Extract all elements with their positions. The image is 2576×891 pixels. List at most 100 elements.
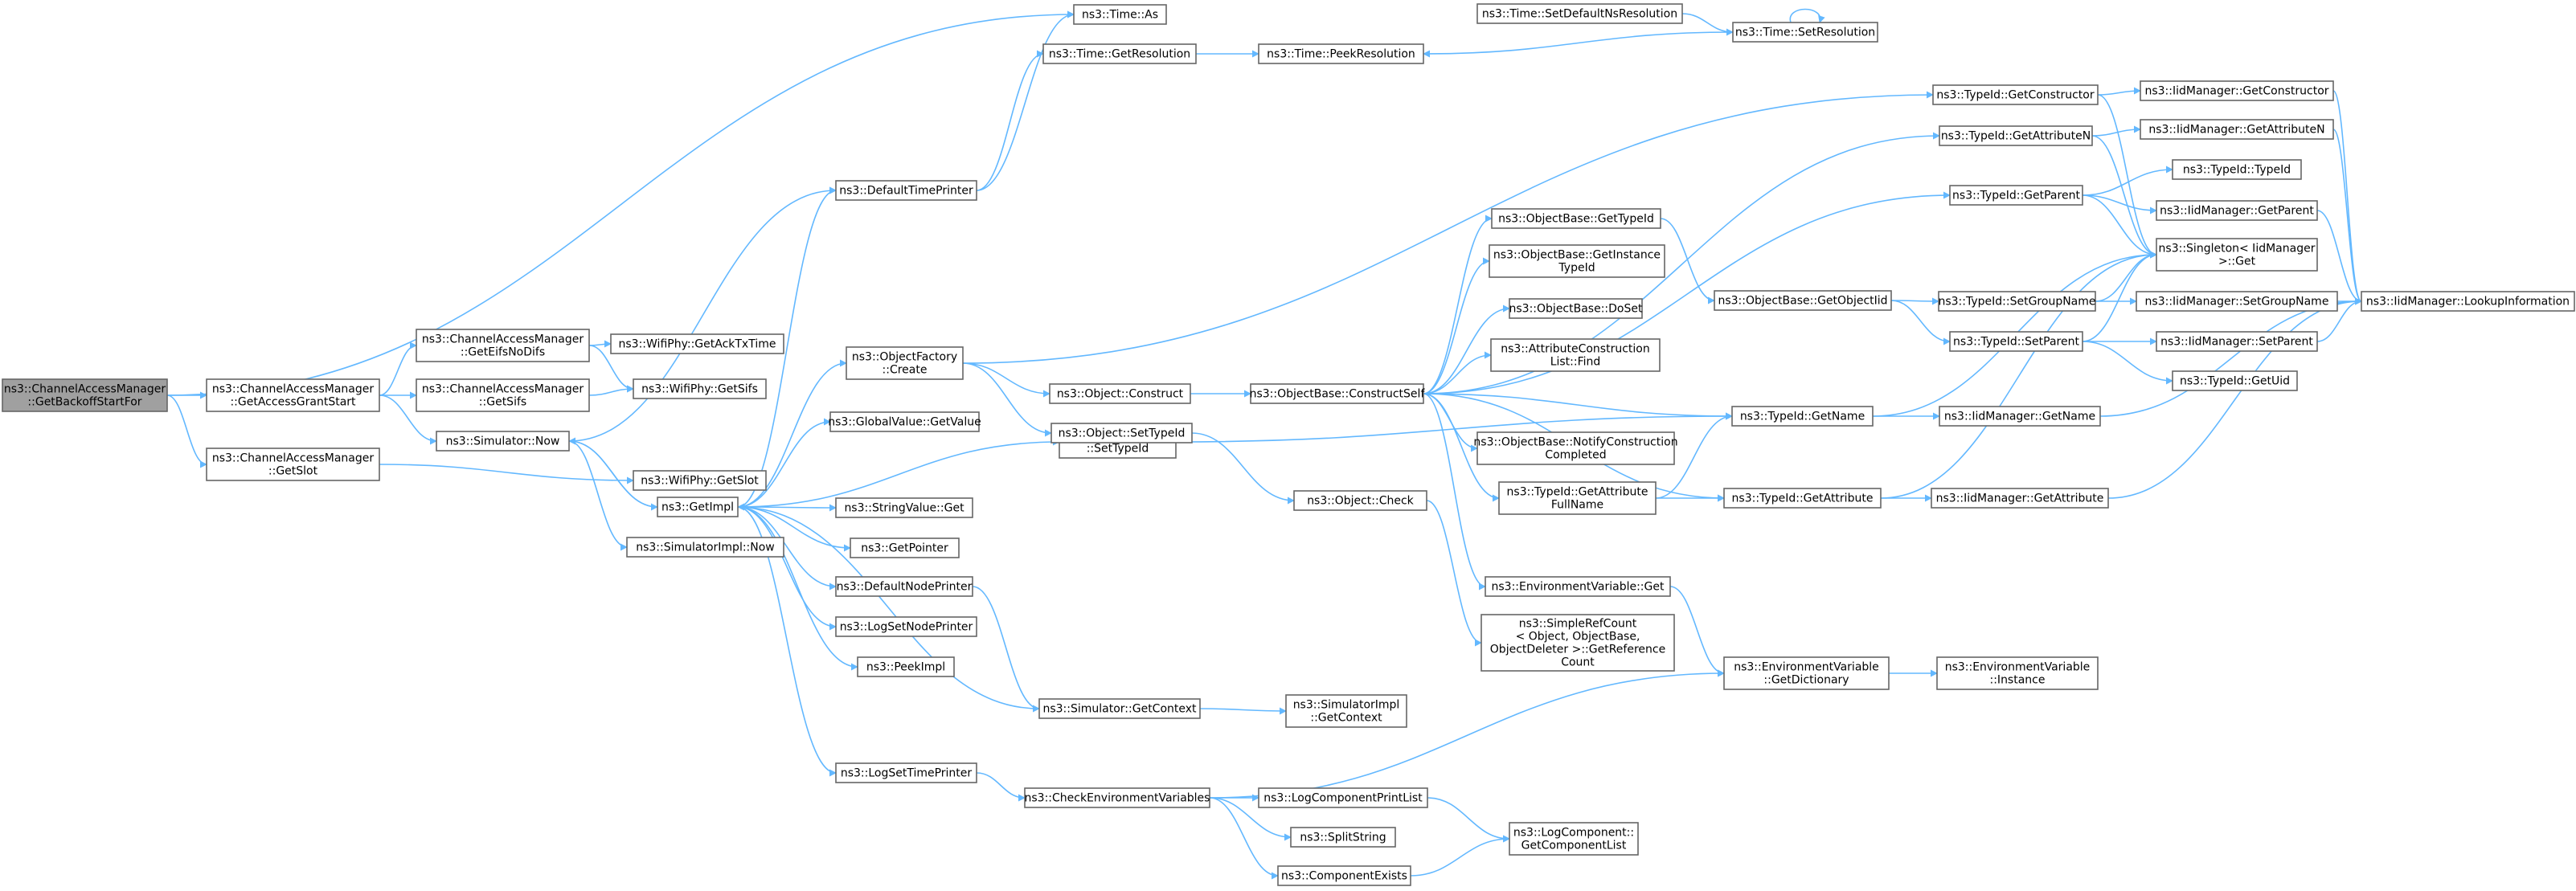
graph-node[interactable]: ns3::ObjectFactory::Create xyxy=(846,346,964,380)
graph-node[interactable]: ns3::SimulatorImpl::GetContext xyxy=(1285,694,1407,728)
graph-node[interactable]: ns3::DefaultTimePrinter xyxy=(835,180,977,201)
graph-node[interactable]: ns3::EnvironmentVariable::Get xyxy=(1485,576,1671,597)
graph-node[interactable]: ns3::TypeId::GetAttribute xyxy=(1723,488,1882,509)
graph-node[interactable]: ns3::GlobalValue::GetValue xyxy=(828,411,981,432)
graph-node[interactable]: ns3::TypeId::GetParent xyxy=(1949,185,2083,206)
graph-node[interactable]: ns3::WifiPhy::GetSifs xyxy=(633,378,767,399)
node-box xyxy=(1714,290,1892,311)
graph-node[interactable]: ns3::IidManager::SetParent xyxy=(2156,331,2318,352)
node-label: ns3::Object::SetTypeId xyxy=(1059,427,1186,440)
graph-node[interactable]: ns3::TypeId::GetUid xyxy=(2172,370,2298,391)
graph-node[interactable]: ns3::IidManager::GetAttribute xyxy=(1931,488,2109,509)
node-box xyxy=(1258,43,1424,64)
edge-line xyxy=(1669,586,1725,677)
graph-node[interactable]: ns3::SimpleRefCount< Object, ObjectBase,… xyxy=(1480,614,1675,672)
graph-node[interactable]: ns3::Time::GetResolution xyxy=(1042,43,1197,64)
call-edge xyxy=(2082,166,2173,196)
graph-node[interactable]: ns3::IidManager::GetParent xyxy=(2156,200,2318,221)
node-box xyxy=(1024,787,1210,808)
edge-line xyxy=(737,503,1040,709)
edge-line xyxy=(1423,31,1734,58)
call-edge xyxy=(2082,251,2157,342)
edge-line xyxy=(737,506,837,591)
graph-node[interactable]: ns3::TypeId::TypeId xyxy=(2172,159,2302,180)
edge-line xyxy=(2082,341,2173,385)
call-edge xyxy=(1655,412,1733,499)
graph-node[interactable]: ns3::ObjectBase::ConstructSelf xyxy=(1250,383,1426,404)
graph-node[interactable]: ns3::EnvironmentVariable::GetDictionary xyxy=(1723,656,1890,690)
graph-node[interactable]: ns3::SplitString xyxy=(1290,827,1396,848)
node-box xyxy=(657,497,739,517)
graph-node[interactable]: ns3::TypeId::SetParent xyxy=(1949,331,2083,352)
graph-node[interactable]: ns3::Object::Check xyxy=(1293,490,1427,511)
graph-node[interactable]: ns3::PeekImpl xyxy=(857,656,955,677)
graph-node[interactable]: ns3::ObjectBase::DoSet xyxy=(1509,298,1643,319)
graph-node[interactable]: ns3::ObjectBase::GetTypeId xyxy=(1491,208,1661,229)
graph-node[interactable]: ns3::ObjectBase::GetObjectIid xyxy=(1714,290,1892,311)
node-box xyxy=(1939,125,2093,146)
graph-node[interactable]: ns3::IidManager::LookupInformation xyxy=(2361,291,2575,312)
graph-node[interactable]: ns3::Time::As xyxy=(1073,4,1167,25)
node-label: ns3::ChannelAccessManager xyxy=(212,452,375,465)
graph-node[interactable]: ns3::StringValue::Get xyxy=(835,497,973,518)
graph-node[interactable]: ns3::ChannelAccessManager::GetAccessGran… xyxy=(206,378,380,412)
node-label: ns3::SimpleRefCount xyxy=(1519,618,1637,631)
graph-node[interactable]: ns3::Time::SetResolution xyxy=(1732,22,1878,43)
call-edge xyxy=(568,437,658,508)
graph-node[interactable]: ns3::CheckEnvironmentVariables xyxy=(1024,787,1210,808)
node-box xyxy=(1476,431,1675,465)
graph-node[interactable]: ns3::DefaultNodePrinter xyxy=(835,576,973,597)
call-edge xyxy=(962,91,1934,364)
graph-node[interactable]: ns3::TypeId::GetName xyxy=(1731,406,1874,427)
graph-node[interactable]: ns3::ChannelAccessManager::GetEifsNoDifs xyxy=(416,329,590,362)
graph-node[interactable]: ns3::TypeId::GetConstructor xyxy=(1932,84,2099,105)
node-label: ns3::Object::Check xyxy=(1307,495,1414,508)
graph-node[interactable]: ns3::Time::SetDefaultNsResolution xyxy=(1476,3,1683,24)
edge-line xyxy=(737,506,837,777)
graph-node[interactable]: ns3::Object::SetTypeId xyxy=(1050,423,1193,443)
call-edge xyxy=(1199,707,1287,715)
node-label: ns3::TypeId::GetAttribute xyxy=(1507,486,1648,499)
graph-node[interactable]: ns3::IidManager::GetName xyxy=(1939,406,2101,427)
edge-line xyxy=(166,394,207,468)
call-edge xyxy=(2082,194,2157,259)
graph-node[interactable]: ns3::IidManager::SetGroupName xyxy=(2136,291,2338,312)
graph-node[interactable]: ns3::Simulator::GetContext xyxy=(1038,698,1201,719)
graph-node[interactable]: ns3::ObjectBase::NotifyConstructionCompl… xyxy=(1473,431,1678,465)
graph-node[interactable]: ns3::ChannelAccessManager::GetSlot xyxy=(206,448,380,481)
node-label: ns3::StringValue::Get xyxy=(844,502,964,515)
graph-node[interactable]: ns3::TypeId::SetGroupName xyxy=(1938,291,2096,312)
call-edge xyxy=(737,418,831,508)
node-box xyxy=(835,497,973,518)
graph-node[interactable]: ns3::LogSetNodePrinter xyxy=(835,616,977,637)
graph-node[interactable]: ns3::LogComponent::GetComponentList xyxy=(1509,822,1639,856)
graph-node[interactable]: ns3::TypeId::GetAttributeN xyxy=(1939,125,2093,146)
graph-node[interactable]: ns3::EnvironmentVariable::Instance xyxy=(1936,656,2099,690)
graph-node[interactable]: ns3::Singleton< IidManager>::Get xyxy=(2156,238,2318,272)
graph-node[interactable]: ns3::IidManager::GetAttributeN xyxy=(2140,119,2334,140)
node-label: >::Get xyxy=(2218,255,2256,268)
node-label: ns3::CheckEnvironmentVariables xyxy=(1025,792,1210,805)
graph-node[interactable]: ns3::Time::PeekResolution xyxy=(1258,43,1424,64)
graph-node[interactable]: ns3::GetImpl xyxy=(657,497,739,517)
graph-node[interactable]: ns3::Object::Construct xyxy=(1049,383,1191,404)
graph-node[interactable]: ns3::LogSetTimePrinter xyxy=(835,762,977,783)
call-edge xyxy=(166,394,207,468)
graph-node[interactable]: ns3::IidManager::GetConstructor xyxy=(2140,80,2334,101)
graph-node[interactable]: ns3::WifiPhy::GetAckTxTime xyxy=(610,333,784,354)
graph-node[interactable]: ns3::Simulator::Now xyxy=(436,431,570,452)
graph-node[interactable]: ns3::WifiPhy::GetSlot xyxy=(633,470,767,491)
graph-node[interactable]: ns3::SimulatorImpl::Now xyxy=(626,537,784,558)
graph-node[interactable]: ns3::GetPointer xyxy=(850,537,960,558)
call-edge xyxy=(972,586,1040,713)
node-label: ns3::IidManager::SetParent xyxy=(2160,336,2313,349)
graph-node[interactable]: ns3::ComponentExists xyxy=(1277,865,1411,886)
graph-node[interactable]: ns3::LogComponentPrintList xyxy=(1258,787,1428,808)
graph-node[interactable]: ns3::ChannelAccessManager::GetBackoffSta… xyxy=(2,378,168,412)
call-edge xyxy=(737,506,837,631)
edge-line xyxy=(1423,393,1733,420)
graph-node[interactable]: ns3::ChannelAccessManager::GetSifs xyxy=(416,378,590,412)
